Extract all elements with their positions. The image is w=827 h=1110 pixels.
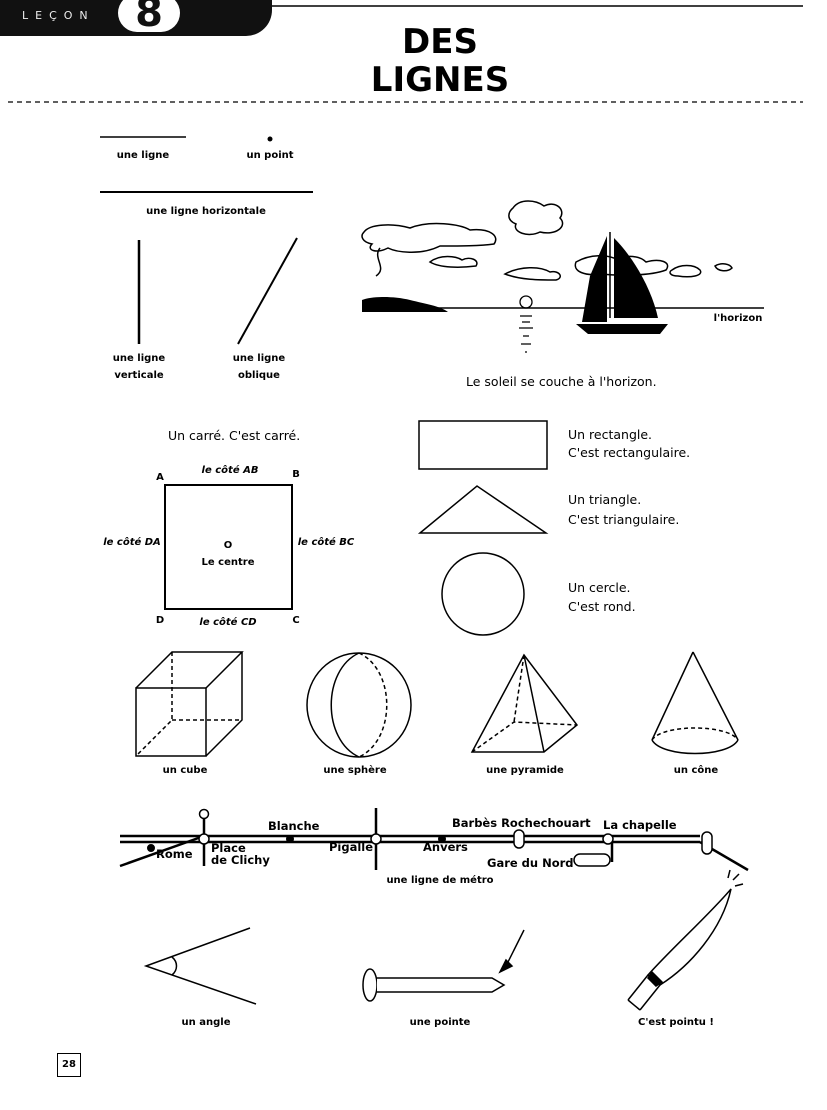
station-la-chapelle: La chapelle	[603, 818, 677, 832]
metro-map	[119, 808, 749, 872]
station-blanche: Blanche	[268, 819, 320, 833]
point-sample	[267, 136, 273, 142]
lesson-number: 8	[118, 0, 180, 33]
pointe-label: une pointe	[409, 1017, 471, 1028]
metro-caption: une ligne de métro	[386, 875, 494, 886]
side-ab-label: le côté AB	[201, 465, 259, 476]
cube-drawing	[135, 651, 244, 757]
cloud-wisp	[375, 247, 382, 277]
side-da-label: le côté DA	[103, 537, 161, 548]
nail-drawing	[362, 929, 525, 1002]
pyramid-label: une pyramide	[486, 765, 564, 776]
station-anvers: Anvers	[423, 840, 468, 854]
sun	[519, 295, 533, 309]
horizon-scene	[361, 200, 733, 281]
triangle-label: Un triangle.	[568, 492, 642, 507]
cloud-1	[361, 222, 497, 253]
oblique-line-label-1: une ligne	[232, 353, 286, 364]
cloud-4	[503, 267, 561, 281]
sphere-label: une sphère	[323, 765, 387, 776]
horizontal-line-label: une ligne horizontale	[146, 206, 266, 217]
knife-drawing	[627, 869, 744, 1011]
triangle-shape	[417, 485, 549, 534]
vertex-a: A	[156, 472, 164, 483]
oblique-line-sample	[237, 237, 298, 345]
rectangle-caption: C'est rectangulaire.	[568, 445, 691, 460]
page-title-line2: LIGNES	[370, 60, 510, 100]
station-place-2: de Clichy	[211, 853, 270, 867]
line-label: une ligne	[116, 150, 170, 161]
center-label: Le centre	[201, 557, 255, 568]
vertical-line-label-1: une ligne	[112, 353, 166, 364]
vertex-b: B	[292, 469, 300, 480]
station-pigalle: Pigalle	[329, 840, 374, 854]
rectangle-shape	[418, 420, 548, 470]
vertical-line-label-2: verticale	[114, 370, 164, 381]
sphere-drawing	[306, 652, 412, 758]
page-number: 28	[57, 1053, 81, 1077]
side-cd-label: le côté CD	[199, 617, 257, 628]
center-point: O	[223, 540, 233, 551]
cloud-3	[428, 255, 478, 268]
triangle-caption: C'est triangulaire.	[568, 512, 680, 527]
lesson-label: LEÇON	[22, 9, 95, 22]
cone-label: un cône	[673, 765, 719, 776]
vertex-c: C	[292, 615, 300, 626]
station-gare-du-nord: Gare du Nord	[487, 856, 574, 870]
angle-label: un angle	[181, 1017, 231, 1028]
cube-label: un cube	[162, 765, 208, 776]
cloud-7	[714, 263, 733, 272]
vertex-d: D	[155, 615, 165, 626]
sun-reflection	[519, 315, 533, 353]
rectangle-label: Un rectangle.	[568, 427, 653, 442]
station-barbes: Barbès Rochechouart	[452, 816, 591, 830]
point-label: un point	[246, 150, 294, 161]
horizon-caption: Le soleil se couche à l'horizon.	[466, 374, 657, 389]
pyramid-drawing	[470, 653, 579, 753]
angle-drawing	[143, 927, 257, 1005]
sailboat	[576, 232, 668, 334]
circle-shape	[441, 552, 525, 636]
circle-caption: C'est rond.	[568, 599, 636, 614]
distant-land	[362, 297, 448, 312]
station-rome: Rome	[156, 847, 193, 861]
station-place-1: Place	[211, 841, 246, 855]
side-bc-label: le côté BC	[297, 537, 355, 548]
page-title-line1: DES	[402, 22, 478, 62]
circle-label: Un cercle.	[568, 580, 631, 595]
oblique-line-label-2: oblique	[238, 370, 280, 381]
pointu-label: C'est pointu !	[638, 1017, 714, 1028]
cloud-2	[508, 200, 564, 236]
cloud-6	[669, 264, 702, 278]
square-caption: Un carré. C'est carré.	[168, 428, 301, 443]
square	[164, 484, 293, 610]
horizon-label: l'horizon	[713, 313, 763, 324]
cone-drawing	[651, 651, 739, 755]
